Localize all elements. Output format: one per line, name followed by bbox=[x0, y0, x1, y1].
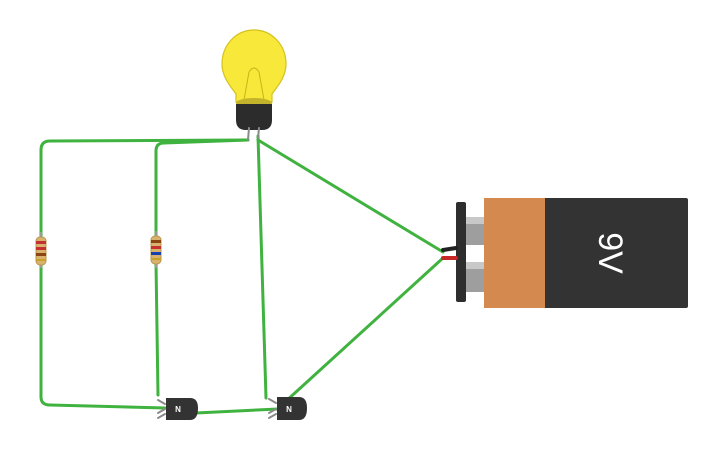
transistor-label: N bbox=[286, 405, 292, 414]
wire-battery-to-transistor[interactable] bbox=[283, 256, 445, 404]
light-bulb-icon[interactable] bbox=[221, 29, 287, 141]
battery-voltage-label: 9V bbox=[591, 232, 629, 274]
wire-transistor-link[interactable] bbox=[194, 407, 280, 415]
transistor-label: N bbox=[175, 405, 181, 414]
wire-bulb-to-battery[interactable] bbox=[256, 138, 445, 254]
wires bbox=[39, 134, 445, 415]
resistor-icon[interactable] bbox=[150, 231, 162, 268]
npn-transistor-icon[interactable]: N bbox=[268, 397, 307, 420]
battery-label-band bbox=[484, 198, 545, 308]
battery-icon[interactable]: 9V bbox=[441, 198, 688, 308]
resistor-icon[interactable] bbox=[35, 232, 47, 268]
npn-transistor-icon[interactable]: N bbox=[157, 398, 198, 420]
wire-bulb-to-right-transistor[interactable] bbox=[256, 134, 268, 400]
wire-left-loop[interactable] bbox=[39, 138, 250, 410]
battery-connector[interactable] bbox=[456, 202, 466, 302]
wire-middle-loop[interactable] bbox=[154, 138, 250, 397]
